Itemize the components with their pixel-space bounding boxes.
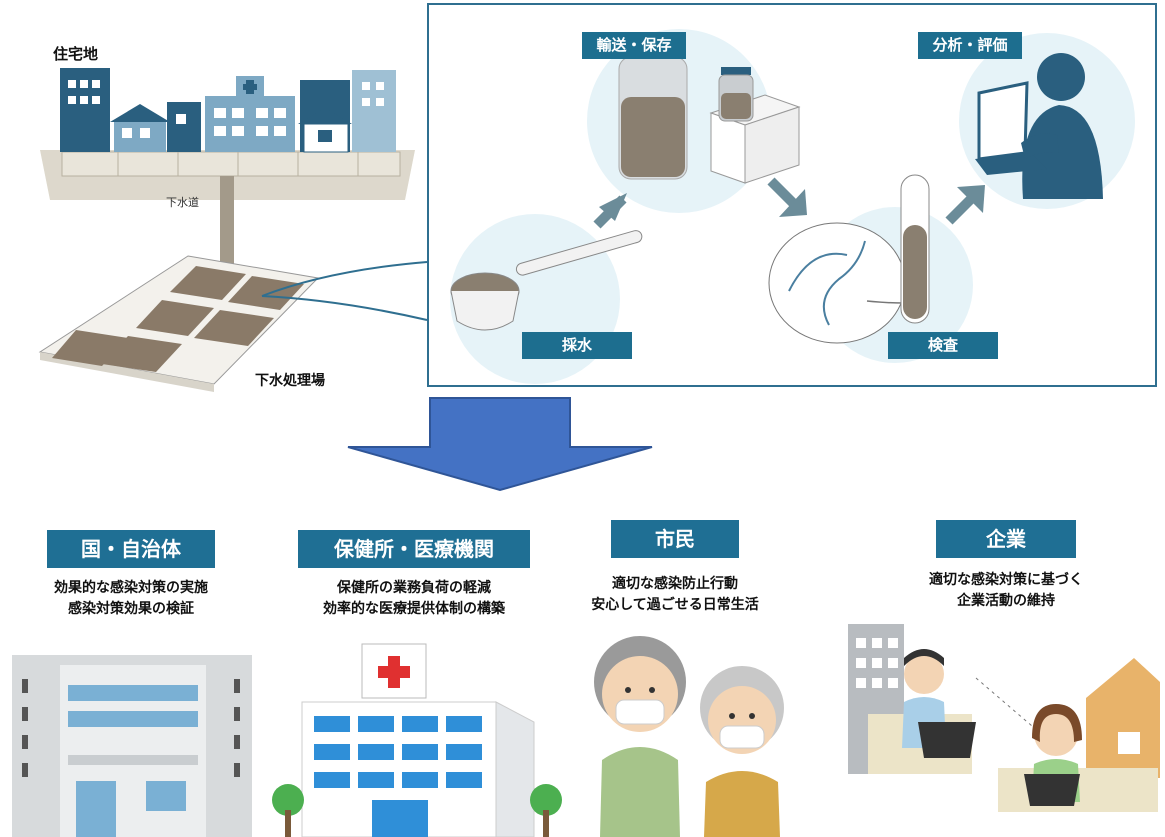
desc-line: 保健所の業務負荷の軽減 bbox=[337, 580, 491, 596]
citizens-illustration bbox=[580, 630, 820, 837]
step-testing-label: 検査 bbox=[888, 332, 998, 359]
companies-illustration bbox=[848, 618, 1160, 818]
stakeholder-title-government: 国・自治体 bbox=[47, 530, 215, 568]
hospital-illustration bbox=[272, 640, 562, 837]
desc-line: 適切な感染防止行動 bbox=[612, 576, 738, 592]
desc-line: 企業活動の維持 bbox=[957, 593, 1055, 609]
step-sampling-label: 採水 bbox=[522, 332, 632, 359]
residential-label: 住宅地 bbox=[53, 45, 99, 63]
plant-label: 下水処理場 bbox=[255, 373, 325, 389]
process-illustration bbox=[427, 3, 1157, 387]
desc-line: 適切な感染対策に基づく bbox=[929, 572, 1083, 588]
desc-line: 効率的な医療提供体制の構築 bbox=[323, 601, 505, 617]
step-transport-label: 輸送・保存 bbox=[582, 32, 686, 59]
down-arrow bbox=[347, 397, 653, 492]
stakeholder-title-health: 保健所・医療機関 bbox=[298, 530, 530, 568]
government-building-illustration bbox=[12, 655, 252, 837]
stakeholder-desc-companies: 適切な感染対策に基づく 企業活動の維持 bbox=[890, 570, 1122, 612]
step-analysis-label: 分析・評価 bbox=[918, 32, 1022, 59]
city-illustration bbox=[0, 0, 440, 420]
stakeholder-desc-health: 保健所の業務負荷の軽減 効率的な医療提供体制の構築 bbox=[272, 578, 556, 620]
stakeholder-title-citizens: 市民 bbox=[611, 520, 739, 558]
desc-line: 安心して過ごせる日常生活 bbox=[591, 597, 759, 613]
stakeholder-desc-government: 効果的な感染対策の実施 感染対策効果の検証 bbox=[0, 578, 262, 620]
stakeholder-title-companies: 企業 bbox=[936, 520, 1076, 558]
sewer-label: 下水道 bbox=[166, 196, 199, 209]
stakeholder-desc-citizens: 適切な感染防止行動 安心して過ごせる日常生活 bbox=[568, 574, 782, 616]
desc-line: 感染対策効果の検証 bbox=[68, 601, 194, 617]
desc-line: 効果的な感染対策の実施 bbox=[54, 580, 208, 596]
